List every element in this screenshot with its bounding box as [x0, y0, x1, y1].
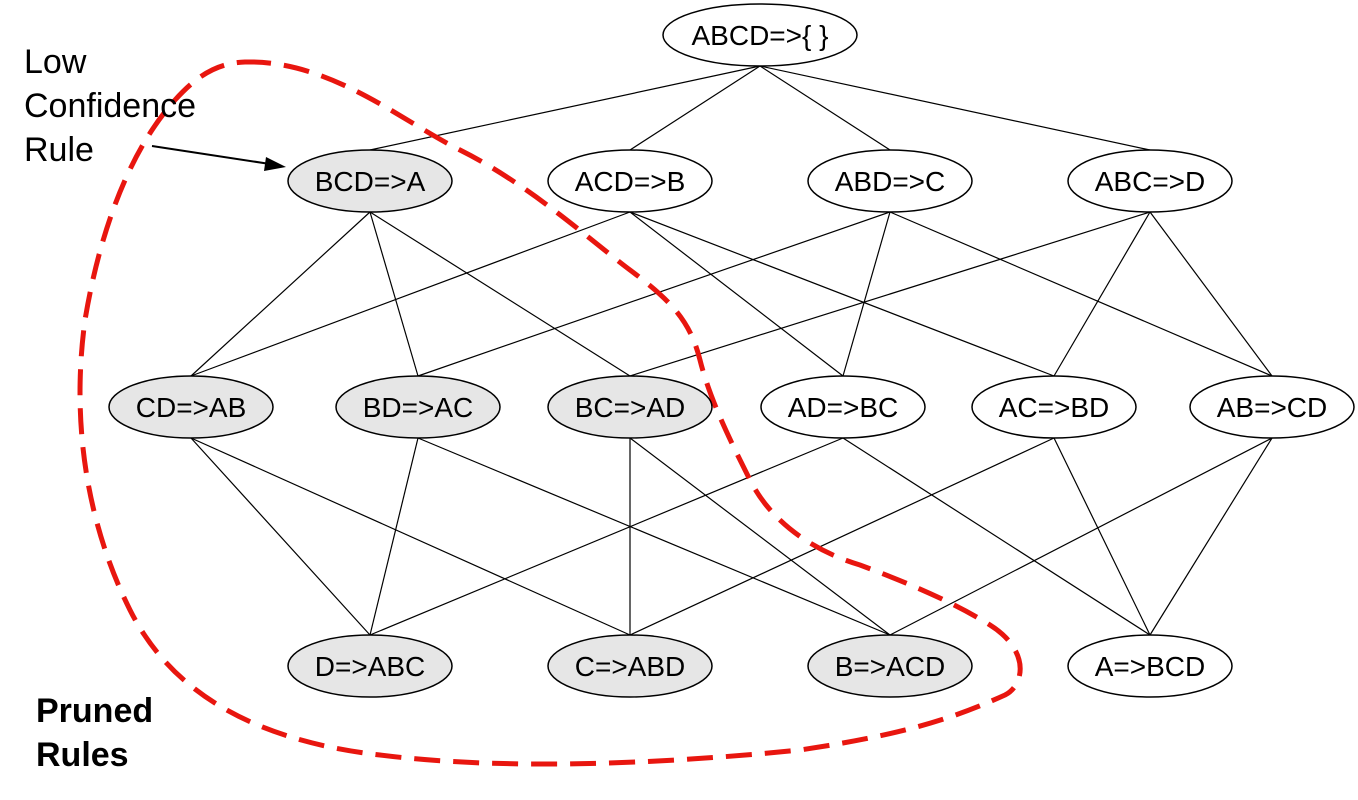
edge-abd_c-ad_bc — [842, 211, 891, 377]
rule-node-label: B=>ACD — [835, 651, 946, 682]
rule-node-abcd: ABCD=>{ } — [662, 3, 858, 67]
rule-node-ellipse — [335, 375, 501, 439]
rule-node-label: C=>ABD — [575, 651, 686, 682]
rule-node-bd_ac: BD=>AC — [335, 375, 501, 439]
edge-bcd_a-bd_ac — [369, 211, 419, 377]
rule-node-ellipse — [1067, 149, 1233, 213]
rule-node-a_bcd: A=>BCD — [1067, 634, 1233, 698]
edge-abd_c-ab_cd — [889, 211, 1273, 377]
rule-node-ellipse — [971, 375, 1137, 439]
rule-node-ellipse — [1189, 375, 1355, 439]
rule-node-acd_b: ACD=>B — [547, 149, 713, 213]
pruned-region-boundary — [77, 59, 1023, 767]
edge-bd_ac-d_abc — [369, 437, 419, 636]
rule-node-label: ABD=>C — [835, 166, 946, 197]
edge-abc_d-bc_ad — [629, 211, 1151, 377]
edge-acd_b-cd_ab — [190, 211, 631, 377]
edge-ab_cd-a_bcd — [1149, 437, 1273, 636]
edge-ac_bd-a_bcd — [1053, 437, 1151, 636]
pruned-rules-annotation: Pruned Rules — [36, 692, 153, 774]
pruned-rules-label-line-1: Pruned — [36, 692, 153, 730]
rule-node-abd_c: ABD=>C — [807, 149, 973, 213]
rule-node-ellipse — [807, 634, 973, 698]
rule-node-ellipse — [287, 149, 453, 213]
rule-node-ellipse — [1067, 634, 1233, 698]
edge-abcd-abd_c — [759, 65, 891, 151]
rule-node-ab_cd: AB=>CD — [1189, 375, 1355, 439]
rule-node-ellipse — [547, 634, 713, 698]
edge-abcd-abc_d — [759, 65, 1151, 151]
rule-node-label: CD=>AB — [136, 392, 247, 423]
rule-node-ellipse — [760, 375, 926, 439]
low-confidence-annotation: Low Confidence Rule — [24, 43, 286, 171]
rule-node-ad_bc: AD=>BC — [760, 375, 926, 439]
rule-node-label: D=>ABC — [315, 651, 426, 682]
edge-acd_b-ac_bd — [629, 211, 1055, 377]
edge-ac_bd-c_abd — [629, 437, 1055, 636]
rule-node-bc_ad: BC=>AD — [547, 375, 713, 439]
rule-node-label: BCD=>A — [315, 166, 426, 197]
rule-node-ellipse — [547, 149, 713, 213]
rule-node-ellipse — [547, 375, 713, 439]
rule-node-d_abc: D=>ABC — [287, 634, 453, 698]
edge-bc_ad-b_acd — [629, 437, 891, 636]
edge-cd_ab-d_abc — [190, 437, 371, 636]
rule-node-label: AD=>BC — [788, 392, 899, 423]
rule-node-abc_d: ABC=>D — [1067, 149, 1233, 213]
rule-node-bcd_a: BCD=>A — [287, 149, 453, 213]
low-confidence-arrow-head — [264, 157, 286, 171]
rule-node-label: ABC=>D — [1095, 166, 1206, 197]
rule-node-c_abd: C=>ABD — [547, 634, 713, 698]
edge-abcd-acd_b — [629, 65, 761, 151]
pruned-rules-label-line-2: Rules — [36, 736, 129, 774]
low-confidence-label-line-1: Low — [24, 43, 87, 81]
rule-node-label: ACD=>B — [575, 166, 686, 197]
edge-abc_d-ac_bd — [1053, 211, 1151, 377]
edge-bcd_a-cd_ab — [190, 211, 371, 377]
rule-node-ellipse — [287, 634, 453, 698]
rule-node-ac_bd: AC=>BD — [971, 375, 1137, 439]
edge-ab_cd-b_acd — [889, 437, 1273, 636]
edge-ad_bc-d_abc — [369, 437, 844, 636]
rule-node-label: BC=>AD — [575, 392, 686, 423]
rule-node-label: ABCD=>{ } — [692, 20, 829, 51]
edge-abcd-bcd_a — [369, 65, 761, 151]
low-confidence-label-line-3: Rule — [24, 131, 94, 169]
rule-node-ellipse — [662, 3, 858, 67]
rule-node-label: AC=>BD — [999, 392, 1110, 423]
rule-node-label: AB=>CD — [1217, 392, 1328, 423]
edge-acd_b-ad_bc — [629, 211, 844, 377]
edge-ad_bc-a_bcd — [842, 437, 1151, 636]
lattice-nodes: ABCD=>{ } BCD=>A ACD=>B ABD=>C ABC=>D CD=>AB B… — [108, 3, 1355, 698]
edge-bd_ac-b_acd — [417, 437, 891, 636]
low-confidence-label-line-2: Confidence — [24, 87, 196, 125]
rule-node-label: BD=>AC — [363, 392, 474, 423]
edge-bcd_a-bc_ad — [369, 211, 631, 377]
edge-cd_ab-c_abd — [190, 437, 631, 636]
rule-node-ellipse — [108, 375, 274, 439]
edge-abd_c-bd_ac — [417, 211, 891, 377]
low-confidence-arrow-shaft — [151, 145, 271, 165]
edge-abc_d-ab_cd — [1149, 211, 1273, 377]
rule-node-cd_ab: CD=>AB — [108, 375, 274, 439]
lattice-edges — [190, 65, 1273, 636]
rule-node-label: A=>BCD — [1095, 651, 1206, 682]
rule-node-b_acd: B=>ACD — [807, 634, 973, 698]
rule-node-ellipse — [807, 149, 973, 213]
